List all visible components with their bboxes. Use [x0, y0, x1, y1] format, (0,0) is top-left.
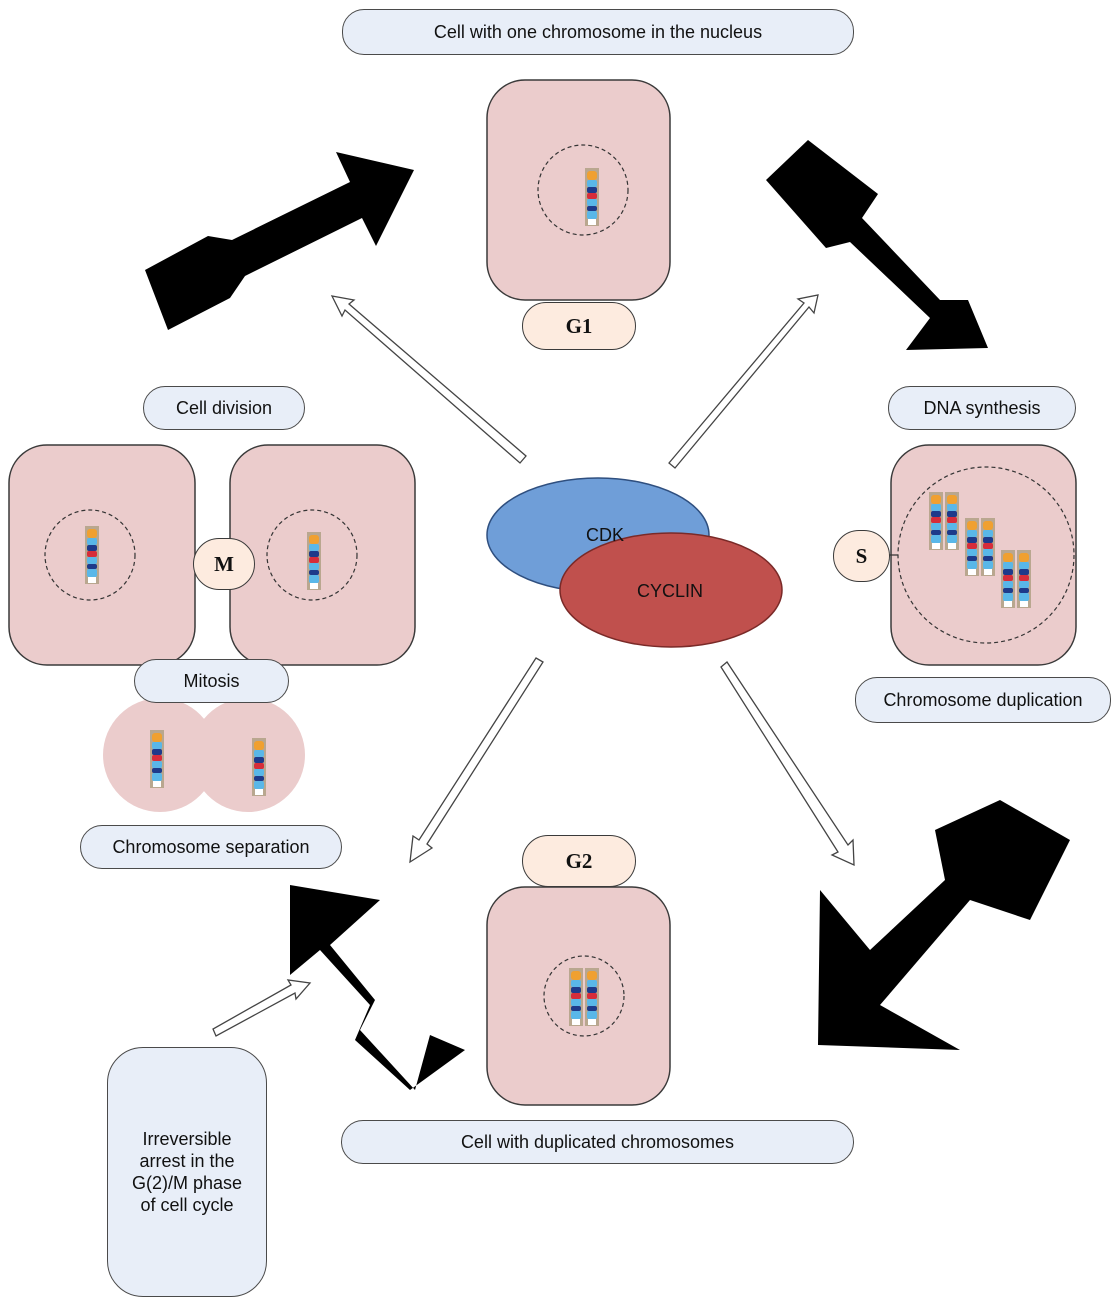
g1-caption-label: Cell with one chromosome in the nucleus: [342, 9, 854, 55]
phase-g2: G2: [522, 835, 636, 887]
cycle-arrow-g2-to-m: [290, 885, 465, 1090]
daughter-cell-left: [8, 444, 196, 666]
cycle-arrow-g1-to-s: [766, 140, 988, 350]
g2-caption-label: Cell with duplicated chromosomes: [341, 1120, 854, 1164]
g1-cell: [486, 79, 671, 301]
chromosome-separation-label: Chromosome separation: [80, 825, 342, 869]
g1-chromosome: [585, 168, 599, 226]
g2-nucleus: [543, 955, 625, 1037]
g1-nucleus: [537, 144, 629, 236]
daughter-cell-right: [229, 444, 416, 666]
g2-cell: [486, 886, 671, 1106]
dna-synthesis-label: DNA synthesis: [888, 386, 1076, 430]
chromosome-separation-figure: [103, 698, 305, 812]
cdk-label: CDK: [585, 524, 624, 545]
phase-m: M: [193, 538, 255, 590]
regulation-arrow-to-g2-left: [409, 657, 544, 864]
regulation-arrow-from-arrest: [212, 979, 312, 1037]
regulation-arrow-to-s: [668, 294, 819, 469]
chromosome-duplication-label: Chromosome duplication: [855, 677, 1111, 723]
arrest-note: Irreversible arrest in the G(2)/M phase …: [107, 1047, 267, 1297]
regulation-arrows: [212, 294, 855, 1037]
cycle-arrow-s-to-g2: [818, 800, 1070, 1050]
phase-s: S: [833, 530, 890, 582]
cdk-cyclin-complex: [486, 477, 783, 648]
cyclin-ellipse: [559, 532, 783, 648]
cell-division-label: Cell division: [143, 386, 305, 430]
mitosis-label: Mitosis: [134, 659, 289, 703]
s-cell: [877, 444, 1077, 666]
regulation-arrow-to-g2-right: [720, 661, 855, 867]
cyclin-label: CYCLIN: [636, 580, 703, 601]
cycle-arrow-m-to-g1: [145, 152, 414, 330]
phase-g1: G1: [522, 302, 636, 350]
regulation-arrow-to-g1: [330, 295, 527, 464]
